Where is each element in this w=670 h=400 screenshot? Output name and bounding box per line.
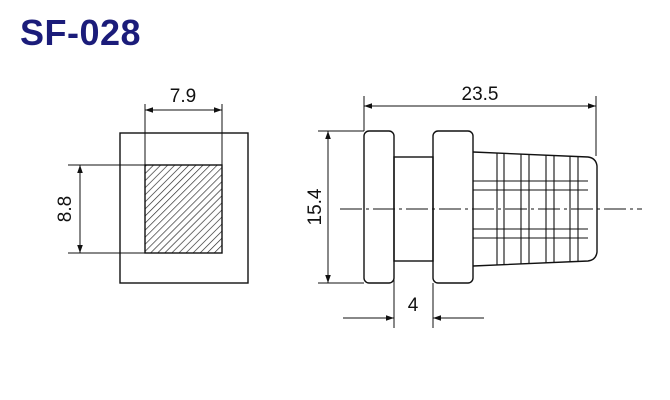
side-collar [432, 130, 474, 284]
front-view: 7.9 8.8 [55, 86, 249, 284]
front-height-label: 8.8 [55, 196, 76, 222]
side-flange [363, 130, 395, 284]
side-tapered-body [472, 151, 598, 267]
front-hatched-core [144, 164, 223, 254]
front-outer-frame [119, 132, 249, 284]
side-rib-slots [473, 153, 588, 265]
side-view: 23.5 15.4 4 [305, 84, 642, 328]
front-width-label: 7.9 [170, 86, 196, 107]
side-gap-label: 4 [408, 295, 419, 316]
side-length-label: 23.5 [462, 84, 499, 105]
side-height-label: 15.4 [305, 188, 326, 225]
part-number-title: SF-028 [20, 12, 142, 53]
